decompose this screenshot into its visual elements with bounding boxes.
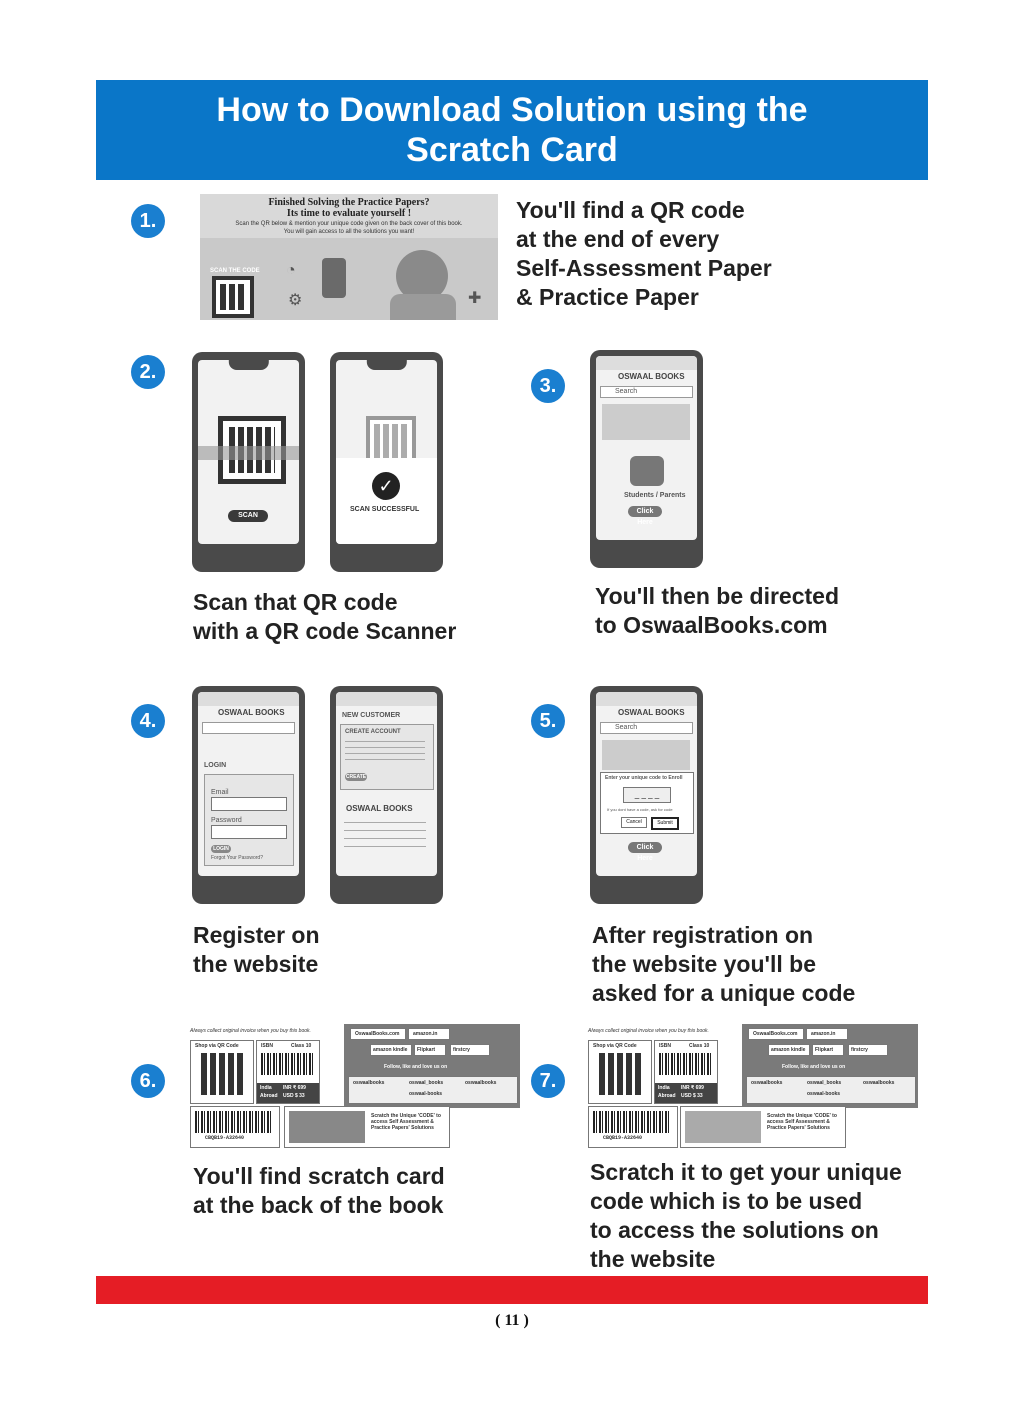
isbn-barcode	[659, 1053, 713, 1075]
step-2-caption: Scan that QR code with a QR code Scanner	[193, 589, 457, 644]
qr-code-icon	[201, 1053, 243, 1095]
step-6-caption: You'll find scratch card at the back of …	[193, 1163, 445, 1218]
login-heading: LOGIN	[204, 762, 227, 769]
illustration-title-2: Its time to evaluate yourself !	[286, 208, 412, 219]
step-1-caption: You'll find a QR code at the end of ever…	[516, 197, 772, 310]
phone-icon	[322, 258, 346, 298]
submit-button[interactable]: Submit	[651, 817, 679, 830]
illustration-sub-1: Scan the QR below & mention your unique …	[235, 221, 463, 227]
qr-code-icon	[212, 276, 254, 318]
phone-login: OSWAAL BOOKS LOGIN Email Password LOGIN …	[192, 686, 305, 904]
page-number: ( 11 )	[495, 1312, 529, 1329]
step-7-number: 7.	[531, 1064, 565, 1098]
clock-icon: ◔	[286, 262, 296, 279]
email-field[interactable]	[211, 797, 287, 811]
step-3-number: 3.	[531, 369, 565, 403]
create-button[interactable]: CREATE	[345, 773, 367, 781]
new-customer-heading: NEW CUSTOMER	[342, 712, 401, 719]
cancel-button[interactable]: Cancel	[621, 817, 647, 828]
qr-code-icon	[366, 416, 416, 466]
phone-scan-success: ✓ SCAN SUCCESSFUL	[330, 352, 443, 572]
step-7-caption: Scratch it to get your unique code which…	[590, 1159, 902, 1272]
students-parents-label: Students / Parents	[624, 492, 686, 499]
banner-image	[602, 404, 690, 440]
title-banner: How to Download Solution using the Scrat…	[96, 80, 928, 180]
scan-button[interactable]: SCAN	[228, 510, 268, 522]
unique-code-dialog: Enter your unique code to Enroll _ _ _ _…	[600, 772, 694, 834]
gear-icon: ⚙	[288, 292, 303, 309]
forgot-password-link[interactable]: Forgot Your Password?	[211, 855, 263, 861]
scratch-area[interactable]	[289, 1111, 365, 1143]
student-avatar	[396, 250, 448, 302]
phone-register: NEW CUSTOMER CREATE ACCOUNT CREATE OSWAA…	[330, 686, 443, 904]
step-3-caption: You'll then be directed to OswaalBooks.c…	[595, 583, 840, 638]
scan-successful-label: SCAN SUCCESSFUL	[350, 506, 420, 513]
scratch-barcode	[195, 1111, 273, 1133]
phone-website-home: OSWAAL BOOKS Search Students / Parents C…	[590, 350, 703, 568]
title-line-2: Scratch Card	[406, 131, 618, 169]
back-cover-6: Always collect original invoice when you…	[190, 1024, 520, 1148]
code-input[interactable]: _ _ _ _	[623, 787, 671, 803]
step-1-illustration: Finished Solving the Practice Papers? It…	[200, 194, 498, 320]
title-line-1: How to Download Solution using the	[216, 91, 808, 129]
step-6-number: 6.	[131, 1064, 165, 1098]
step-2-number: 2.	[131, 355, 165, 389]
scan-line	[198, 446, 299, 460]
back-cover-7: Always collect original invoice when you…	[588, 1024, 918, 1148]
step-5-number: 5.	[531, 704, 565, 738]
click-here-button[interactable]: Click Here	[628, 506, 662, 526]
phone-unique-code: OSWAAL BOOKS Search Enter your unique co…	[590, 686, 703, 904]
step-1-number: 1.	[131, 204, 165, 238]
step-5-caption: After registration on the website you'll…	[592, 922, 856, 1006]
qr-code-icon	[599, 1053, 641, 1095]
footer-red-bar	[96, 1276, 928, 1304]
phone-scanning: SCAN	[192, 352, 305, 572]
illustration-title-1: Finished Solving the Practice Papers?	[268, 197, 430, 208]
scratched-area[interactable]	[685, 1111, 761, 1143]
step-4-number: 4.	[131, 704, 165, 738]
check-icon: ✓	[372, 472, 400, 500]
login-button[interactable]: LOGIN	[211, 845, 231, 853]
students-icon	[630, 456, 664, 486]
scan-the-code-label: SCAN THE CODE	[210, 268, 260, 274]
isbn-barcode	[261, 1053, 315, 1075]
password-field[interactable]	[211, 825, 287, 839]
illustration-sub-2: You will gain access to all the solution…	[283, 229, 415, 235]
scratch-barcode	[593, 1111, 671, 1133]
oswaal-logo: OSWAAL BOOKS	[618, 372, 685, 381]
search-input[interactable]: Search	[615, 388, 638, 395]
plus-icon: ✚	[468, 290, 482, 307]
step-4-caption: Register on the website	[193, 922, 320, 977]
